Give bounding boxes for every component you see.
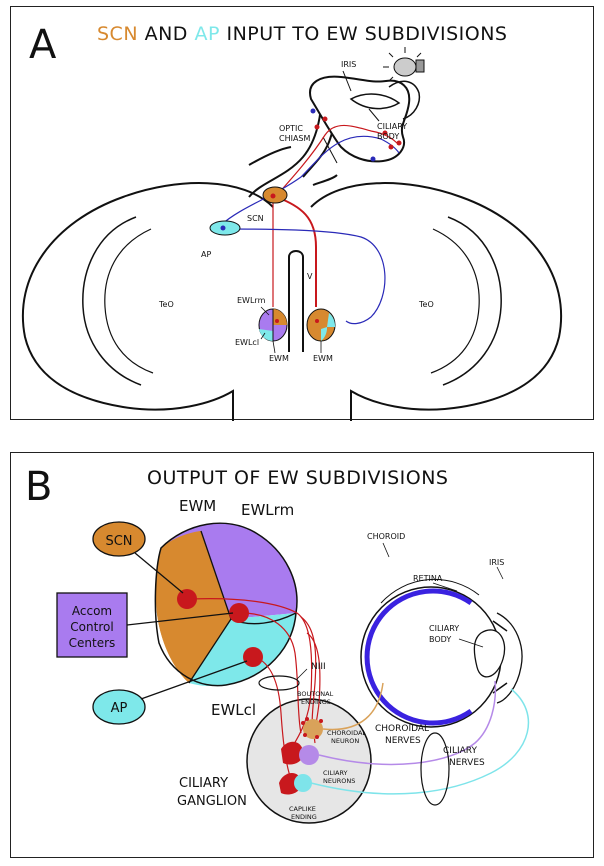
panel-b-title: OUTPUT OF EW SUBDIVISIONS bbox=[147, 467, 449, 489]
ewlrm-neuron bbox=[229, 603, 249, 623]
ciliary-nerve-sheath bbox=[420, 732, 450, 806]
output-diagram: SCN Accom Control Centers AP EWM EWLrm E… bbox=[56, 497, 530, 824]
choroid-arc bbox=[380, 578, 480, 604]
panel-b-letter: B bbox=[25, 464, 53, 510]
choroidal-neuron bbox=[303, 719, 323, 739]
cornea bbox=[388, 80, 421, 120]
scn-input bbox=[92, 521, 146, 557]
brain-outline bbox=[21, 182, 563, 421]
panel-a: A SCN AND AP INPUT TO EW SUBDIVISIONS bbox=[10, 6, 594, 421]
label-choroidal-neuron-2: NEURON bbox=[331, 737, 359, 745]
label-ap: AP bbox=[201, 250, 211, 259]
label-caplike-2: ENDING bbox=[291, 813, 317, 821]
label-ewm-left: EWM bbox=[269, 354, 289, 363]
label-ap-b: AP bbox=[111, 701, 128, 716]
brain-diagram: IRIS CILIARY BODY OPTIC CHIASM SCN AP Te… bbox=[21, 47, 563, 421]
accom-control-box bbox=[56, 592, 128, 658]
label-iris: IRIS bbox=[341, 60, 356, 69]
blue-dots bbox=[310, 108, 376, 162]
title-ap: AP bbox=[194, 23, 220, 45]
label-iris-b: IRIS bbox=[489, 558, 504, 567]
teo-arc-left bbox=[82, 216, 142, 386]
label-ciliary-neurons-2: NEURONS bbox=[323, 777, 355, 785]
iris-lens bbox=[349, 93, 401, 110]
label-choroidal-nerves-1: CHOROIDAL bbox=[375, 724, 429, 734]
label-ciliary-body-2: BODY bbox=[377, 132, 399, 141]
label-choroidal-nerves-2: NERVES bbox=[385, 736, 421, 746]
panel-a-title: SCN AND AP INPUT TO EW SUBDIVISIONS bbox=[97, 23, 507, 45]
title-rest: INPUT TO EW SUBDIVISIONS bbox=[219, 23, 508, 45]
lens bbox=[473, 629, 506, 678]
retina-arc bbox=[364, 588, 473, 726]
label-optic-1: OPTIC bbox=[279, 124, 303, 133]
label-ciliary-nerves-2: NERVES bbox=[449, 758, 485, 768]
ciliary-neuron-purple bbox=[299, 745, 319, 765]
ewlrm-terminal bbox=[281, 741, 304, 765]
label-ewm-right: EWM bbox=[313, 354, 333, 363]
optic-chiasm-right bbox=[312, 174, 338, 186]
label-v: V bbox=[307, 272, 313, 281]
label-ewlrm: EWLrm bbox=[237, 296, 266, 305]
ew-nucleus-right bbox=[306, 308, 336, 342]
label-ciliary-body-b1: CILIARY bbox=[429, 624, 459, 633]
label-caplike-1: CAPLIKE bbox=[289, 805, 316, 813]
teo-arc-right-2 bbox=[430, 228, 480, 374]
niii-bundle bbox=[258, 675, 300, 691]
ciliary-nerve-cyan bbox=[310, 688, 530, 795]
label-ewm-b: EWM bbox=[179, 497, 216, 515]
label-ewlcl-b: EWLcl bbox=[211, 701, 256, 719]
label-ganglion-1: CILIARY bbox=[179, 776, 228, 791]
label-retina: RETINA bbox=[413, 574, 443, 583]
panel-b: B OUTPUT OF EW SUBDIVISIONS bbox=[10, 452, 594, 858]
ciliary-neuron-cyan bbox=[294, 774, 312, 792]
ap-input bbox=[92, 689, 146, 725]
label-optic-2: CHIASM bbox=[279, 134, 311, 143]
ciliary-nerve-purple bbox=[318, 680, 497, 766]
panel-a-letter: A bbox=[29, 22, 57, 68]
label-boutonal-2: ENDINGS bbox=[301, 698, 331, 706]
ewm-neuron bbox=[177, 589, 197, 609]
label-boutonal-1: BOUTONAL bbox=[297, 690, 334, 698]
label-teo-left: TeO bbox=[158, 300, 174, 309]
blue-fiber-eye bbox=[220, 135, 400, 226]
teo-arc-right bbox=[442, 216, 502, 386]
label-ciliary-body-1: CILIARY bbox=[377, 122, 407, 131]
red-dots bbox=[314, 116, 402, 150]
label-ganglion-2: GANGLION bbox=[177, 794, 247, 809]
label-choroid: CHOROID bbox=[367, 532, 405, 541]
label-ciliary-nerves-1: CILIARY bbox=[443, 746, 477, 756]
label-ewlrm-b: EWLrm bbox=[241, 501, 294, 519]
label-teo-right: TeO bbox=[418, 300, 434, 309]
title-and: AND bbox=[138, 23, 195, 45]
blue-fiber-ap bbox=[228, 228, 386, 325]
ewlcl-neuron bbox=[243, 647, 263, 667]
label-ewlcl: EWLcl bbox=[235, 338, 259, 347]
label-scn-b: SCN bbox=[105, 534, 132, 549]
ew-nucleus-left bbox=[258, 308, 288, 342]
optic-chiasm-left bbox=[248, 146, 292, 166]
ew-nucleus-large bbox=[154, 522, 298, 687]
choroidal-nerve bbox=[322, 682, 384, 731]
ventricle bbox=[288, 250, 304, 352]
cornea-b bbox=[496, 612, 523, 704]
label-accom-3: Centers bbox=[69, 636, 116, 650]
light-bulb-icon bbox=[383, 47, 425, 82]
label-accom-2: Control bbox=[70, 620, 113, 634]
label-ciliary-body-b2: BODY bbox=[429, 635, 451, 644]
optic-tract bbox=[248, 106, 322, 198]
label-niii: NIII bbox=[311, 662, 326, 672]
teo-arc-left-2 bbox=[104, 228, 154, 374]
label-ciliary-neurons-1: CILIARY bbox=[323, 769, 348, 777]
title-scn: SCN bbox=[97, 23, 139, 45]
label-accom-1: Accom bbox=[72, 604, 112, 618]
label-choroidal-neuron-1: CHOROIDAL bbox=[327, 729, 366, 737]
label-scn: SCN bbox=[247, 214, 264, 223]
